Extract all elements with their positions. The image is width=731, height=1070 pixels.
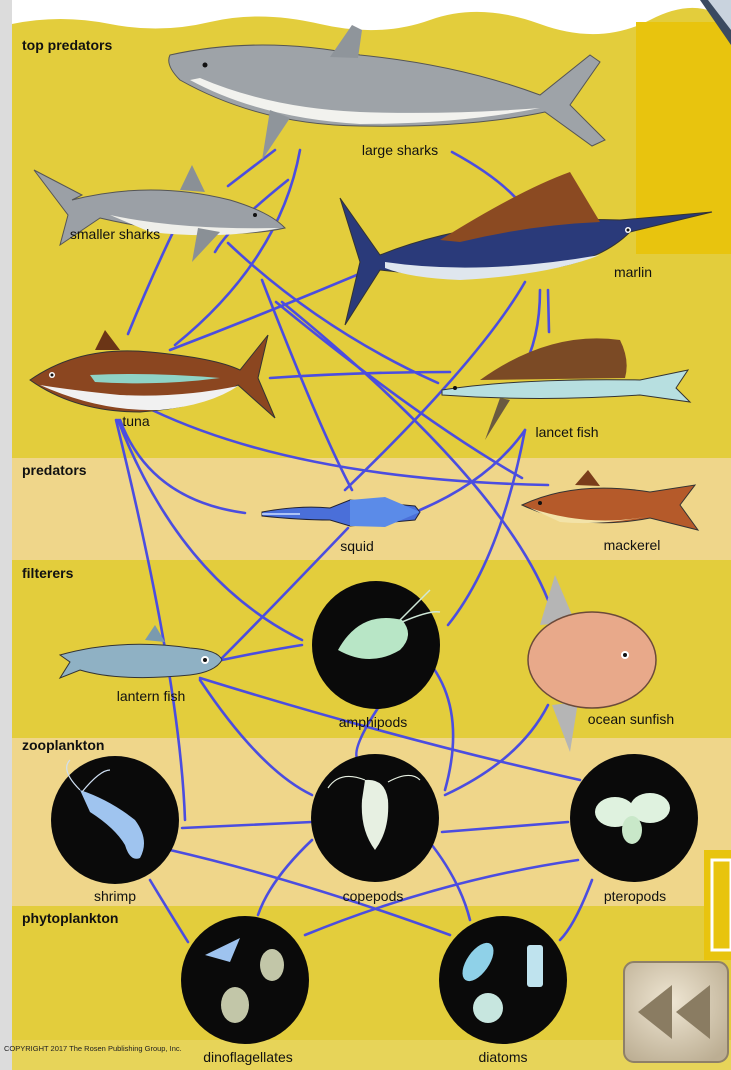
amphipods-circle — [312, 581, 440, 709]
label-lantern-fish: lantern fish — [117, 688, 185, 704]
label-ocean-sunfish: ocean sunfish — [588, 711, 674, 727]
label-lancet-fish: lancet fish — [535, 424, 598, 440]
dinoflagellates-circle — [181, 916, 309, 1044]
label-squid: squid — [340, 538, 373, 554]
label-pteropods: pteropods — [604, 888, 666, 904]
label-marlin: marlin — [614, 264, 652, 280]
label-amphipods: amphipods — [339, 714, 408, 730]
label-smaller-sharks: smaller sharks — [70, 226, 160, 242]
copyright-notice: COPYRIGHT 2017 The Rosen Publishing Grou… — [4, 1044, 182, 1053]
label-shrimp: shrimp — [94, 888, 136, 904]
pteropods-circle — [570, 754, 698, 882]
label-mackerel: mackerel — [604, 537, 661, 553]
shrimp-circle — [51, 756, 179, 884]
label-tuna: tuna — [122, 413, 149, 429]
copepods-circle — [311, 754, 439, 882]
label-dinoflagellates: dinoflagellates — [203, 1049, 293, 1065]
band-label-phytoplankton: phytoplankton — [22, 910, 118, 926]
band-label-top-predators: top predators — [22, 37, 112, 53]
diatoms-circle — [439, 916, 567, 1044]
band-label-filterers: filterers — [22, 565, 74, 581]
label-diatoms: diatoms — [478, 1049, 527, 1065]
label-copepods: copepods — [343, 888, 404, 904]
band-label-predators: predators — [22, 462, 87, 478]
rewind-button[interactable] — [624, 962, 728, 1062]
band-label-zooplankton: zooplankton — [22, 737, 104, 753]
label-large-sharks: large sharks — [362, 142, 438, 158]
